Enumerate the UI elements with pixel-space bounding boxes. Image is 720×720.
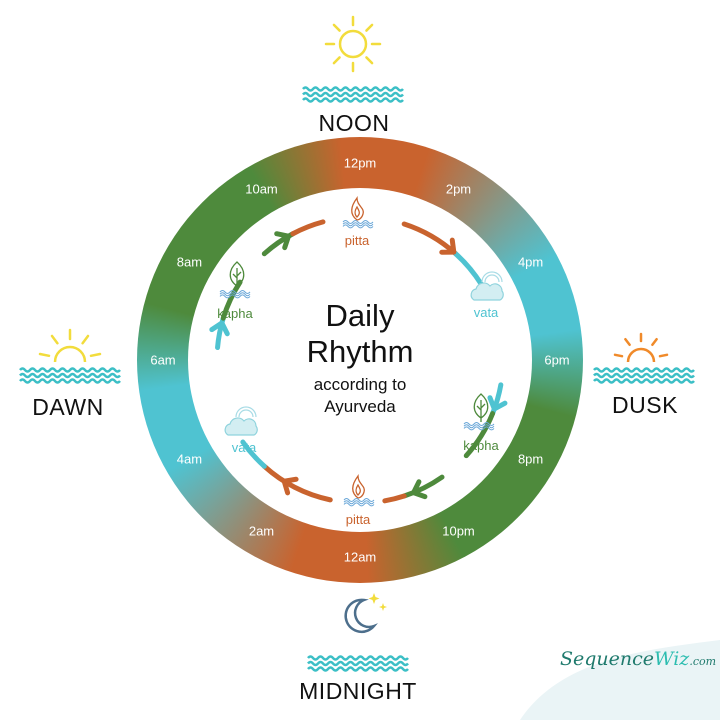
leaf-icon bbox=[229, 261, 245, 290]
hour-label-12am: 12am bbox=[343, 549, 377, 565]
arc-pitta-segment-day bbox=[290, 219, 326, 237]
cloud-icon-sun bbox=[481, 271, 503, 283]
sun-ray bbox=[81, 334, 90, 345]
hour-label-4pm: 4pm bbox=[517, 254, 544, 269]
hour-label-8am: 8am bbox=[176, 254, 203, 269]
logo-part-sequence: Sequence bbox=[560, 648, 655, 670]
arrow-icon bbox=[209, 320, 230, 337]
waves-icon bbox=[19, 367, 121, 384]
sun-ray bbox=[332, 56, 341, 65]
dosha-vata-left: vata bbox=[231, 440, 257, 455]
arrow-icon bbox=[411, 479, 428, 500]
sun-ray bbox=[89, 352, 102, 358]
cloud-icon-sun bbox=[235, 406, 257, 418]
water-icon bbox=[342, 220, 374, 229]
sun-ray bbox=[50, 334, 59, 345]
subtitle-according: according to bbox=[313, 375, 407, 394]
dosha-vata-right: vata bbox=[473, 305, 499, 320]
sun-ray bbox=[38, 352, 51, 358]
arrow-icon bbox=[274, 231, 291, 251]
sun-ray bbox=[624, 337, 631, 347]
hour-label-6am: 6am bbox=[150, 352, 176, 368]
arc-pitta-to-vata-night bbox=[261, 463, 333, 503]
rising-sun-icon bbox=[53, 345, 87, 363]
arc-vata-segment bbox=[453, 251, 484, 287]
water-icon bbox=[343, 498, 375, 507]
logo-part-wiz: Wiz bbox=[654, 648, 690, 670]
dosha-pitta-bottom: pitta bbox=[345, 512, 371, 527]
hour-label-8pm: 8pm bbox=[517, 451, 544, 466]
dosha-pitta-top: pitta bbox=[344, 233, 370, 248]
hour-label-12pm: 12pm bbox=[343, 155, 377, 171]
sun-ray bbox=[613, 353, 624, 358]
hour-label-4am: 4am bbox=[176, 451, 203, 466]
waves-icon bbox=[307, 655, 409, 672]
moon-icon bbox=[344, 598, 378, 634]
flame-icon bbox=[351, 196, 364, 221]
time-ring bbox=[137, 137, 583, 583]
dosha-kapha-right: kapha bbox=[463, 438, 499, 453]
water-icon bbox=[219, 290, 251, 299]
setting-sun-icon bbox=[626, 347, 656, 363]
cloud-icon bbox=[224, 417, 258, 436]
arc-kapha-segment bbox=[463, 411, 496, 459]
hour-label-10pm: 10pm bbox=[442, 523, 475, 539]
waves-icon bbox=[302, 86, 404, 103]
arrow-icon bbox=[439, 237, 457, 255]
logo-part-com: .com bbox=[689, 655, 717, 668]
sun-ray bbox=[332, 23, 341, 32]
hour-label-10am: 10am bbox=[245, 181, 278, 197]
hour-label-6pm: 6pm bbox=[544, 352, 570, 368]
arc-kapha-to-pitta bbox=[401, 474, 445, 499]
sun-ray bbox=[651, 337, 658, 347]
subtitle-ayurveda: Ayurveda bbox=[324, 397, 396, 416]
star-icon bbox=[379, 603, 387, 611]
label-midnight: MIDNIGHT bbox=[299, 678, 417, 704]
cloud-icon bbox=[470, 282, 504, 301]
waves-icon bbox=[593, 367, 695, 384]
hour-label-2pm: 2pm bbox=[445, 181, 472, 197]
arc-pitta-to-vata bbox=[401, 221, 459, 257]
star-icon bbox=[368, 593, 380, 604]
flame-icon bbox=[352, 474, 365, 499]
leaf-icon bbox=[473, 393, 489, 422]
arc-vata-segment-night bbox=[240, 439, 267, 469]
sun-ray bbox=[365, 56, 374, 65]
label-dusk: DUSK bbox=[612, 392, 678, 418]
title-rhythm: Rhythm bbox=[306, 334, 414, 369]
dosha-kapha-left: kapha bbox=[217, 306, 253, 321]
title-daily: Daily bbox=[325, 298, 395, 333]
arc-pitta-segment bbox=[382, 493, 407, 504]
label-noon: NOON bbox=[318, 110, 390, 136]
water-icon bbox=[463, 422, 495, 431]
arrow-icon bbox=[281, 476, 299, 496]
arrow-icon bbox=[487, 395, 508, 412]
sun-ray bbox=[658, 353, 669, 358]
sun-ray bbox=[365, 23, 374, 32]
hour-label-2am: 2am bbox=[248, 523, 275, 539]
label-dawn: DAWN bbox=[32, 394, 104, 420]
sequencewiz-logo[interactable]: SequenceWiz.com bbox=[560, 648, 716, 670]
sun-icon bbox=[338, 29, 368, 59]
